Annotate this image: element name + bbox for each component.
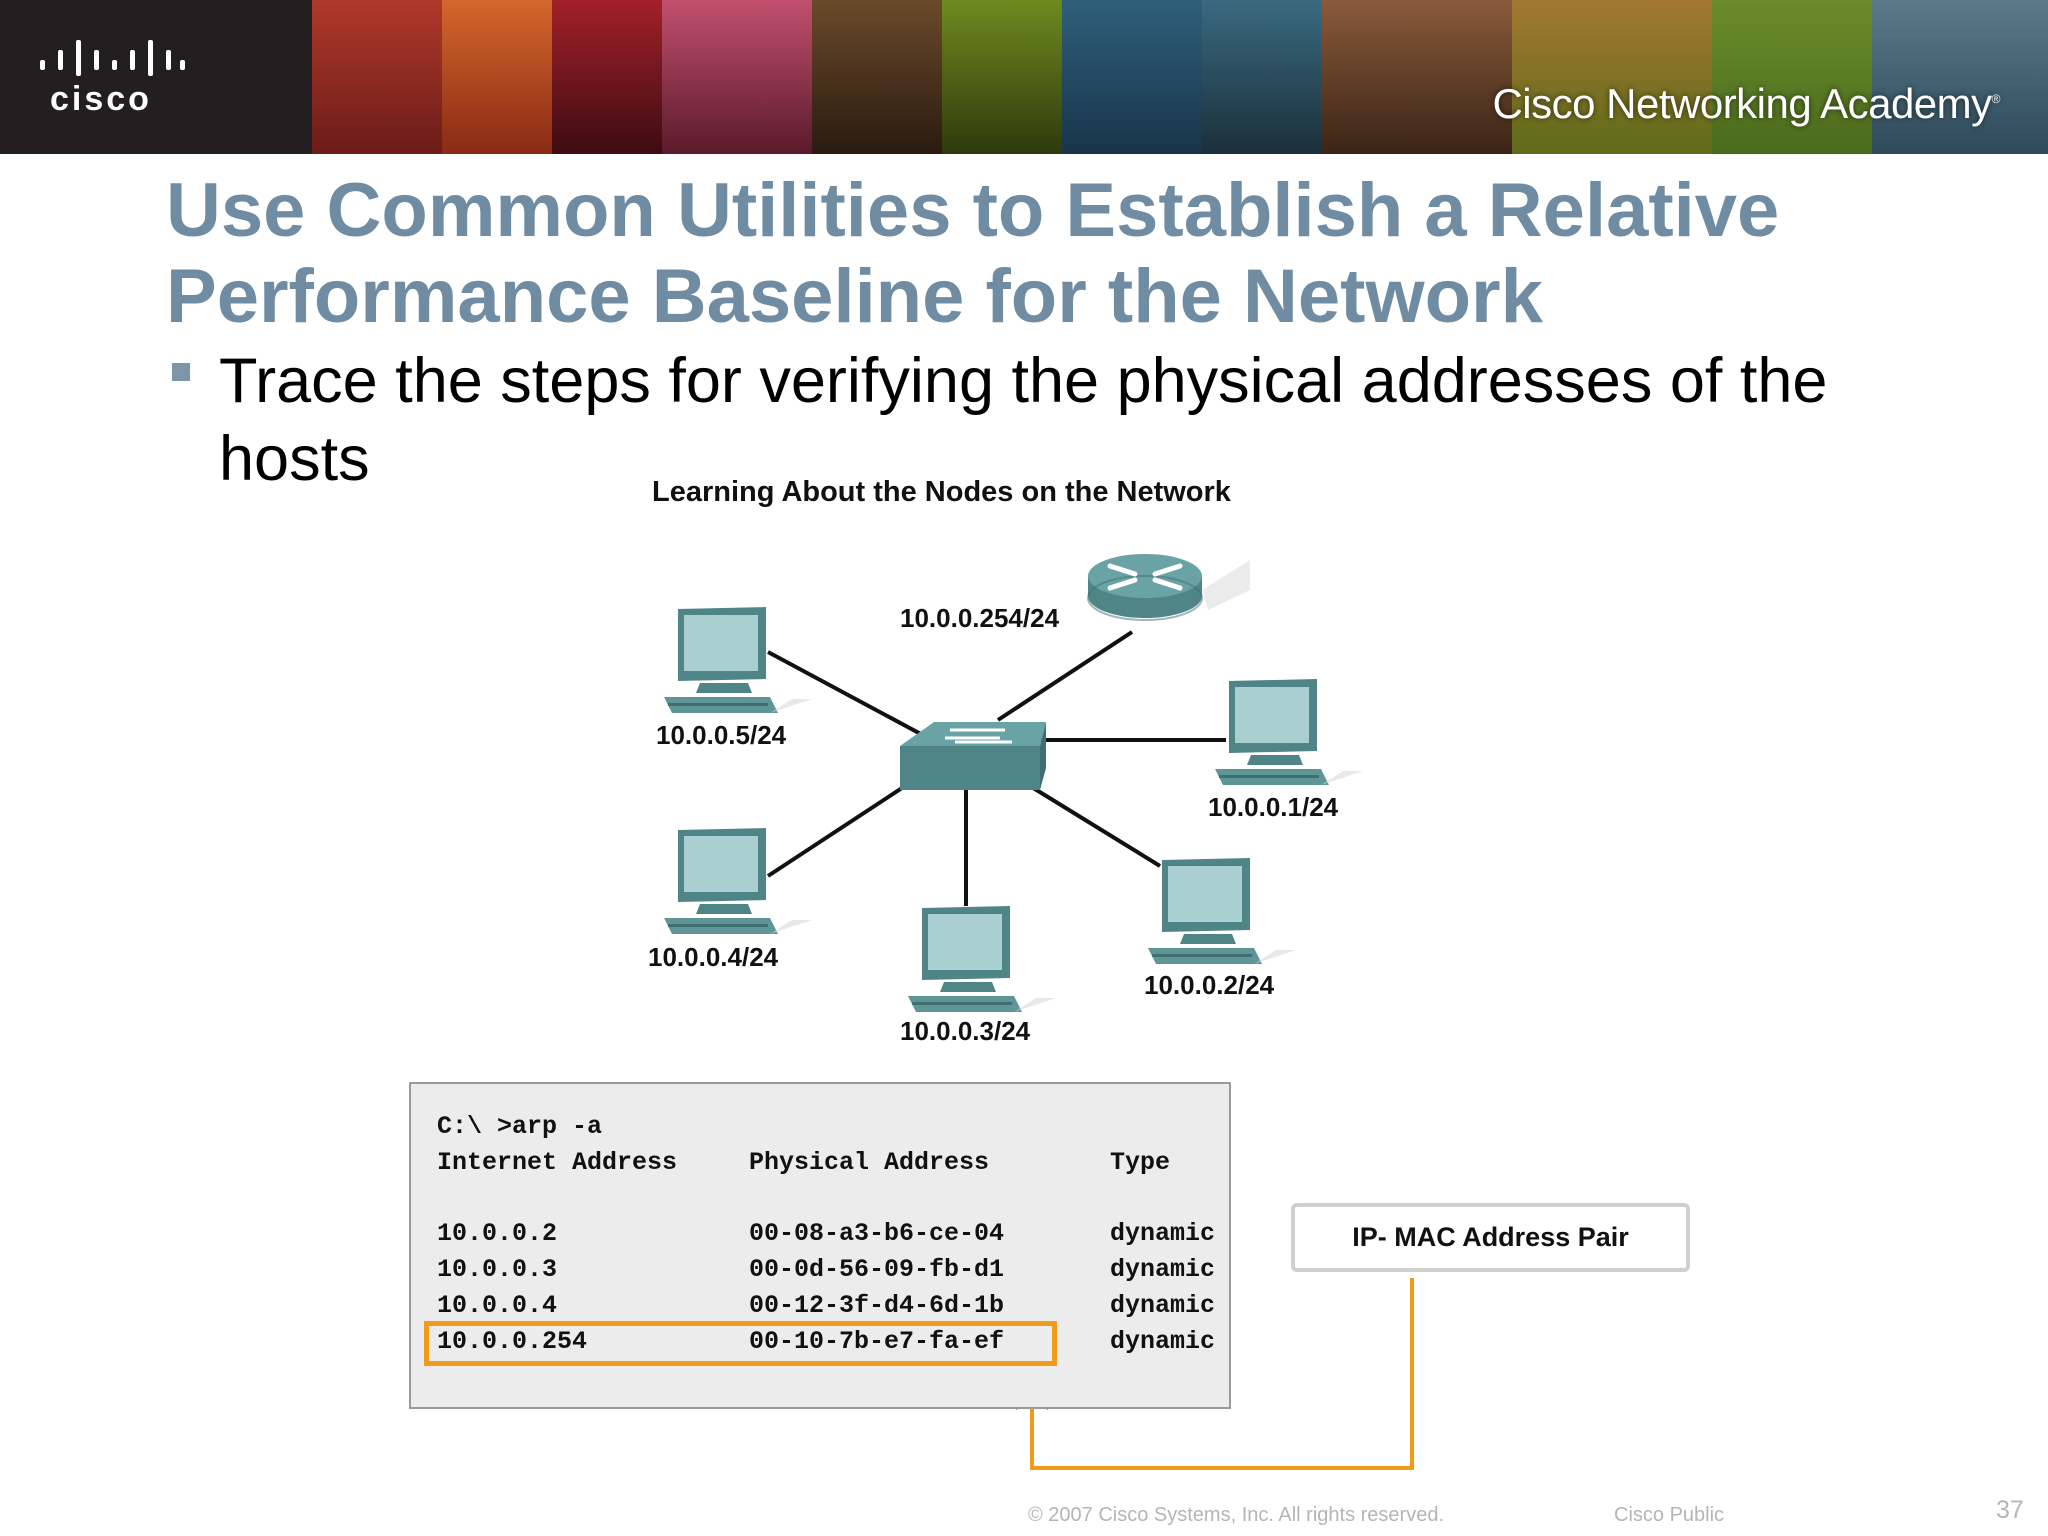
banner-photo-12 (1872, 0, 2048, 154)
arp-row-mac: 00-10-7b-e7-fa-ef (749, 1327, 1005, 1356)
router-label: 10.0.0.254/24 (900, 603, 1060, 633)
arp-row-ip: 10.0.0.2 (437, 1219, 558, 1248)
console-header-physical: Physical Address (749, 1148, 990, 1177)
arp-row-mac: 00-08-a3-b6-ce-04 (749, 1219, 1005, 1248)
banner-photo-3 (552, 0, 662, 154)
academy-name: Cisco Networking Academy (1492, 80, 1992, 127)
pc-icon-host-1 (1215, 679, 1363, 785)
switch-icon (900, 722, 1046, 790)
banner-photo-5 (812, 0, 942, 154)
host-label-5: 10.0.0.5/24 (656, 720, 787, 750)
banner-photo-2 (442, 0, 552, 154)
host-label-2: 10.0.0.2/24 (1144, 970, 1275, 1000)
console-header-type: Type (1110, 1148, 1171, 1177)
page-number: 37 (1996, 1496, 2024, 1524)
ip-mac-highlight (424, 1321, 1057, 1366)
slide-title: Use Common Utilities to Establish a Rela… (166, 168, 1780, 339)
arp-console: C:\ >arp -a Internet Address Physical Ad… (409, 1082, 1231, 1409)
footer-copyright: © 2007 Cisco Systems, Inc. All rights re… (1028, 1504, 1445, 1526)
banner-photo-7 (1062, 0, 1202, 154)
diagram-title: Learning About the Nodes on the Network (652, 476, 1231, 508)
cisco-logo: cisco (0, 0, 312, 154)
arp-row-type: dynamic (1110, 1327, 1216, 1356)
arp-row-type: dynamic (1110, 1291, 1216, 1320)
host-label-1: 10.0.0.1/24 (1208, 792, 1339, 822)
registered-mark: ® (1991, 92, 2001, 106)
banner-photo-8 (1202, 0, 1322, 154)
pc-icon-host-4 (664, 828, 812, 934)
banner-photo-11 (1712, 0, 1872, 154)
banner-photo-10 (1512, 0, 1712, 154)
pc-icon-host-3 (908, 906, 1056, 1012)
pc-icon-host-2 (1148, 858, 1296, 964)
arp-row-ip: 10.0.0.4 (437, 1291, 558, 1320)
arp-row-ip: 10.0.0.254 (437, 1327, 588, 1356)
header-banner: cisco Cisco Networking Academy® (0, 0, 2048, 154)
cisco-wordmark: cisco (50, 80, 152, 118)
arp-row-mac: 00-12-3f-d4-6d-1b (749, 1291, 1005, 1320)
banner-photo-9 (1322, 0, 1512, 154)
banner-photo-6 (942, 0, 1062, 154)
academy-wordmark: Cisco Networking Academy® (1492, 80, 2000, 128)
console-command: C:\ >arp -a (437, 1112, 603, 1141)
arp-row-type: dynamic (1110, 1219, 1216, 1248)
pc-icon-host-5 (664, 607, 812, 713)
topology-links (766, 630, 1226, 906)
host-label-3: 10.0.0.3/24 (900, 1016, 1031, 1046)
bullet-square-icon (172, 363, 190, 381)
router-icon (1087, 554, 1250, 621)
bullet-text: Trace the steps for verifying the physic… (219, 346, 1828, 494)
footer-classification: Cisco Public (1614, 1504, 1725, 1526)
banner-photo-1 (312, 0, 442, 154)
arp-row-mac: 00-0d-56-09-fb-d1 (749, 1255, 1005, 1284)
cisco-bars-icon (40, 40, 185, 76)
ip-mac-callout: IP- MAC Address Pair (1291, 1203, 1690, 1272)
host-label-4: 10.0.0.4/24 (648, 942, 779, 972)
banner-photo-4 (662, 0, 812, 154)
arp-row-type: dynamic (1110, 1255, 1216, 1284)
console-header-internet: Internet Address (437, 1148, 678, 1177)
arp-row-ip: 10.0.0.3 (437, 1255, 558, 1284)
